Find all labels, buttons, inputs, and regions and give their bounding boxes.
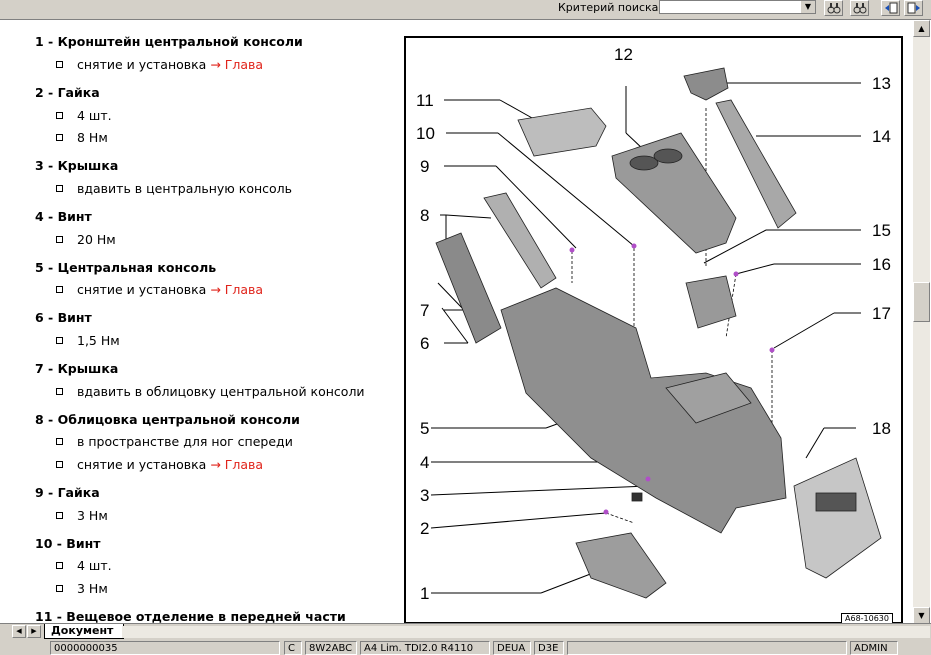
tab-bar: ◀ ▶ Документ xyxy=(0,623,931,640)
square-bullet-icon xyxy=(56,112,63,119)
chapter-link[interactable]: → Глава xyxy=(210,457,264,472)
scroll-up-button[interactable]: ▲ xyxy=(913,20,930,37)
part-title: 2 - Гайка xyxy=(35,85,100,100)
square-bullet-icon xyxy=(56,185,63,192)
part-detail: вдавить в облицовку центральной консоли xyxy=(56,384,365,399)
part-title: 5 - Центральная консоль xyxy=(35,260,217,275)
square-bullet-icon xyxy=(56,134,63,141)
parts-list: 1 - Кронштейн центральной консоли снятие… xyxy=(8,20,400,624)
horizontal-scrollbar[interactable] xyxy=(122,626,930,638)
part-detail: 1,5 Нм xyxy=(56,333,120,348)
status-empty xyxy=(567,641,847,655)
status-code: D3E xyxy=(534,641,564,655)
callout-10: 10 xyxy=(416,124,435,143)
status-market: DEUA xyxy=(493,641,531,655)
callout-16: 16 xyxy=(872,255,891,274)
exploded-view-figure: 11 10 9 8 7 6 5 4 3 2 1 12 13 14 15 16 1… xyxy=(404,36,903,624)
square-bullet-icon xyxy=(56,562,63,569)
part-title: 9 - Гайка xyxy=(35,485,100,500)
callout-12: 12 xyxy=(614,45,633,64)
square-bullet-icon xyxy=(56,236,63,243)
top-toolbar: Критерий поиска: ▼ xyxy=(0,0,931,17)
search-criteria-combo[interactable]: ▼ xyxy=(659,0,816,14)
binoculars-next-icon xyxy=(853,3,867,14)
callout-11: 11 xyxy=(416,91,434,110)
part-title: 8 - Облицовка центральной консоли xyxy=(35,412,300,427)
page-forward-button[interactable] xyxy=(904,0,923,16)
status-user: ADMIN xyxy=(850,641,898,655)
part-title: 4 - Винт xyxy=(35,209,92,224)
part-title: 11 - Вещевое отделение в передней части xyxy=(35,609,346,624)
callout-2: 2 xyxy=(420,519,429,538)
part-detail: снятие и установка → Глава xyxy=(56,457,263,472)
search-next-button[interactable] xyxy=(850,0,869,16)
square-bullet-icon xyxy=(56,337,63,344)
document-view: 1 - Кронштейн центральной консоли снятие… xyxy=(0,19,931,624)
part-detail: 4 шт. xyxy=(56,108,112,123)
callout-15: 15 xyxy=(872,221,891,240)
callout-9: 9 xyxy=(420,157,429,176)
square-bullet-icon xyxy=(56,286,63,293)
callout-3: 3 xyxy=(420,486,429,505)
part-detail: снятие и установка → Глава xyxy=(56,282,263,297)
part-detail: 3 Нм xyxy=(56,581,108,596)
part-detail: 4 шт. xyxy=(56,558,112,573)
part-detail: 8 Нм xyxy=(56,130,108,145)
part-detail: вдавить в центральную консоль xyxy=(56,181,292,196)
callout-17: 17 xyxy=(872,304,891,323)
chevron-down-icon[interactable]: ▼ xyxy=(800,1,815,13)
part-detail: 3 Нм xyxy=(56,508,108,523)
part-title: 10 - Винт xyxy=(35,536,101,551)
status-flag: С xyxy=(284,641,302,655)
page-forward-icon xyxy=(907,2,920,14)
part-detail: 20 Нм xyxy=(56,232,116,247)
callout-7: 7 xyxy=(420,301,429,320)
callout-8: 8 xyxy=(420,206,429,225)
part-detail: снятие и установка → Глава xyxy=(56,57,263,72)
tab-prev-button[interactable]: ◀ xyxy=(12,625,26,638)
square-bullet-icon xyxy=(56,61,63,68)
status-bar: 0000000035 С 8W2ABC A4 Lim. TDI2.0 R4110… xyxy=(0,640,931,655)
search-criteria-input[interactable] xyxy=(660,1,802,13)
status-model-code: 8W2ABC xyxy=(305,641,357,655)
callout-14: 14 xyxy=(872,127,891,146)
page-back-icon xyxy=(885,2,898,14)
callout-6: 6 xyxy=(420,334,429,353)
square-bullet-icon xyxy=(56,438,63,445)
part-title: 1 - Кронштейн центральной консоли xyxy=(35,34,303,49)
part-title: 3 - Крышка xyxy=(35,158,119,173)
tab-document[interactable]: Документ xyxy=(44,624,125,639)
square-bullet-icon xyxy=(56,461,63,468)
console-exploded-diagram: 11 10 9 8 7 6 5 4 3 2 1 12 13 14 15 16 1… xyxy=(416,45,891,603)
callout-4: 4 xyxy=(420,453,429,472)
callout-1: 1 xyxy=(420,584,429,603)
callout-13: 13 xyxy=(872,74,891,93)
part-title: 7 - Крышка xyxy=(35,361,119,376)
part-title: 6 - Винт xyxy=(35,310,92,325)
vertical-scrollbar[interactable]: ▲ ▼ xyxy=(913,20,930,624)
page-back-button[interactable] xyxy=(881,0,900,16)
callout-5: 5 xyxy=(420,419,429,438)
tab-next-button[interactable]: ▶ xyxy=(27,625,41,638)
square-bullet-icon xyxy=(56,388,63,395)
status-id: 0000000035 xyxy=(50,641,280,655)
square-bullet-icon xyxy=(56,585,63,592)
status-vehicle: A4 Lim. TDI2.0 R4110 xyxy=(360,641,490,655)
scroll-thumb[interactable] xyxy=(913,282,930,322)
callout-18: 18 xyxy=(872,419,891,438)
search-criteria-label: Критерий поиска: xyxy=(558,1,663,14)
part-detail: в пространстве для ног спереди xyxy=(56,434,293,449)
chapter-link[interactable]: → Глава xyxy=(210,57,264,72)
chapter-link[interactable]: → Глава xyxy=(210,282,264,297)
square-bullet-icon xyxy=(56,512,63,519)
search-binoculars-button[interactable] xyxy=(824,0,843,16)
binoculars-icon xyxy=(827,3,841,14)
scroll-down-button[interactable]: ▼ xyxy=(913,607,930,624)
